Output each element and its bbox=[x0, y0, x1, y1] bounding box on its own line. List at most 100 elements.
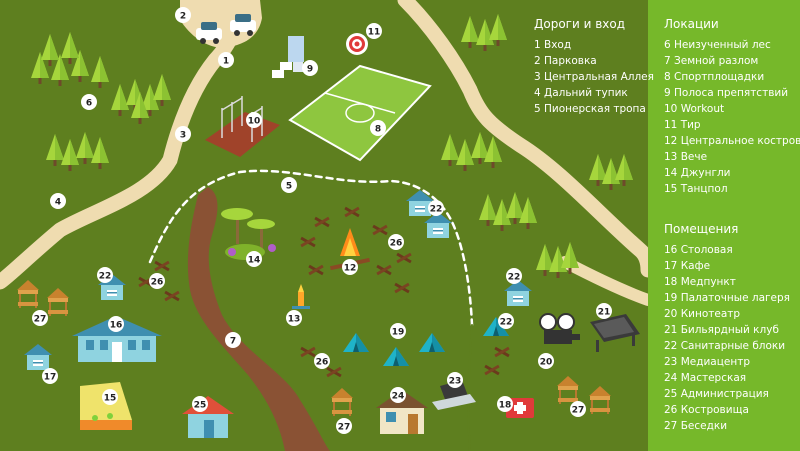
sports-field bbox=[288, 64, 432, 162]
marker-label: 13 bbox=[288, 315, 301, 325]
map-marker-3[interactable]: 3 bbox=[175, 126, 191, 142]
map-marker-26[interactable]: 26 bbox=[388, 234, 404, 250]
marker-circle bbox=[538, 353, 554, 369]
legend-item[interactable]: 23 Медиацентр bbox=[664, 356, 750, 368]
marker-circle bbox=[50, 193, 66, 209]
legend-item[interactable]: 12 Центральное кострoвище bbox=[664, 135, 800, 147]
legend-item[interactable]: 17 Кафе bbox=[664, 260, 711, 272]
legend-locations: Локации 6 Неизученный лес 7 Земной разло… bbox=[664, 17, 800, 197]
legend-item[interactable]: 15 Танцпол bbox=[664, 183, 728, 195]
map-marker-2[interactable]: 2 bbox=[175, 7, 191, 23]
map-marker-27[interactable]: 27 bbox=[32, 310, 48, 326]
marker-circle bbox=[302, 60, 318, 76]
medkit bbox=[506, 398, 534, 418]
marker-circle bbox=[447, 372, 463, 388]
map-marker-27[interactable]: 27 bbox=[336, 418, 352, 434]
marker-circle bbox=[81, 94, 97, 110]
obstacle-course bbox=[272, 36, 304, 78]
marker-circle bbox=[108, 316, 124, 332]
marker-label: 14 bbox=[248, 256, 261, 266]
legend-item[interactable]: 4 Дальний тупик bbox=[534, 87, 628, 99]
map-marker-22[interactable]: 22 bbox=[498, 313, 514, 329]
map-marker-12[interactable]: 12 bbox=[342, 259, 358, 275]
legend-item[interactable]: 20 Кинотеатр bbox=[664, 308, 741, 320]
map-marker-7[interactable]: 7 bbox=[225, 332, 241, 348]
legend-item[interactable]: 5 Пионерская тропа bbox=[534, 103, 646, 115]
marker-circle bbox=[506, 268, 522, 284]
marker-circle bbox=[570, 401, 586, 417]
map-marker-15[interactable]: 15 bbox=[102, 389, 118, 405]
map-marker-14[interactable]: 14 bbox=[246, 251, 262, 267]
marker-label: 8 bbox=[375, 125, 381, 135]
marker-circle bbox=[336, 418, 352, 434]
map-marker-27[interactable]: 27 bbox=[570, 401, 586, 417]
legend-item[interactable]: 9 Полоса препятствий bbox=[664, 87, 789, 99]
map-marker-20[interactable]: 20 bbox=[538, 353, 554, 369]
map-marker-25[interactable]: 25 bbox=[192, 396, 208, 412]
legend-rooms-list: 16 Столовая 17 Кафе 18 Медпункт 19 Палат… bbox=[664, 242, 790, 434]
map-marker-6[interactable]: 6 bbox=[81, 94, 97, 110]
map-marker-4[interactable]: 4 bbox=[50, 193, 66, 209]
legend-item[interactable]: 14 Джунгли bbox=[664, 167, 731, 179]
map-marker-10[interactable]: 10 bbox=[246, 112, 262, 128]
marker-label: 23 bbox=[449, 377, 462, 387]
legend-item[interactable]: 2 Парковка bbox=[534, 55, 597, 67]
map-marker-22[interactable]: 22 bbox=[428, 200, 444, 216]
marker-label: 9 bbox=[307, 65, 313, 75]
marker-label: 27 bbox=[338, 423, 351, 433]
legend-item[interactable]: 6 Неизученный лес bbox=[664, 39, 771, 51]
road-central-alley bbox=[0, 0, 253, 290]
marker-label: 4 bbox=[55, 198, 61, 208]
map-marker-24[interactable]: 24 bbox=[390, 387, 406, 403]
map-marker-1[interactable]: 1 bbox=[218, 52, 234, 68]
map-marker-26[interactable]: 26 bbox=[149, 273, 165, 289]
map-marker-23[interactable]: 23 bbox=[447, 372, 463, 388]
marker-circle bbox=[225, 332, 241, 348]
marker-label: 11 bbox=[368, 28, 381, 38]
marker-circle bbox=[498, 313, 514, 329]
map-marker-5[interactable]: 5 bbox=[281, 177, 297, 193]
map-marker-22[interactable]: 22 bbox=[506, 268, 522, 284]
marker-circle bbox=[314, 353, 330, 369]
marker-circle bbox=[192, 396, 208, 412]
marker-circle bbox=[388, 234, 404, 250]
legend-item[interactable]: 21 Бильярдный клуб bbox=[664, 324, 779, 336]
map-marker-19[interactable]: 19 bbox=[390, 323, 406, 339]
parking-cars bbox=[196, 14, 256, 44]
legend-roads-title: Дороги и вход bbox=[534, 17, 626, 31]
legend-item[interactable]: 16 Столовая bbox=[664, 244, 733, 256]
marker-label: 12 bbox=[344, 264, 357, 274]
legend-item[interactable]: 13 Вече bbox=[664, 151, 708, 163]
map-marker-16[interactable]: 16 bbox=[108, 316, 124, 332]
legend-item[interactable]: 7 Земной разлом bbox=[664, 55, 759, 67]
map-marker-26[interactable]: 26 bbox=[314, 353, 330, 369]
legend-item[interactable]: 25 Администрация bbox=[664, 388, 769, 400]
marker-label: 2 bbox=[180, 12, 186, 22]
legend-rooms-title: Помещения bbox=[664, 222, 739, 236]
marker-circle bbox=[366, 23, 382, 39]
legend-item[interactable]: 3 Центральная Аллея bbox=[534, 71, 654, 83]
legend-item[interactable]: 1 Вход bbox=[534, 39, 572, 51]
map-marker-9[interactable]: 9 bbox=[302, 60, 318, 76]
legend-item[interactable]: 18 Медпункт bbox=[664, 276, 736, 288]
legend-item[interactable]: 26 Кострoвища bbox=[664, 404, 749, 416]
marker-label: 27 bbox=[34, 315, 47, 325]
legend-item[interactable]: 22 Санитарные блоки bbox=[664, 340, 786, 352]
map-marker-21[interactable]: 21 bbox=[596, 303, 612, 319]
legend-item[interactable]: 8 Спортплощадки bbox=[664, 71, 765, 83]
marker-circle bbox=[596, 303, 612, 319]
legend-item[interactable]: 10 Workout bbox=[664, 103, 725, 115]
veche-candle bbox=[292, 284, 310, 309]
map-marker-22[interactable]: 22 bbox=[97, 267, 113, 283]
legend-item[interactable]: 19 Палаточные лагеря bbox=[664, 292, 790, 304]
map-marker-11[interactable]: 11 bbox=[366, 23, 382, 39]
legend-item[interactable]: 11 Тир bbox=[664, 119, 701, 131]
legend-item[interactable]: 24 Мастерская bbox=[664, 372, 747, 384]
map-marker-18[interactable]: 18 bbox=[497, 396, 513, 412]
marker-circle bbox=[281, 177, 297, 193]
legend-item[interactable]: 27 Беседки bbox=[664, 420, 728, 432]
map-marker-17[interactable]: 17 bbox=[42, 368, 58, 384]
map-marker-13[interactable]: 13 bbox=[286, 310, 302, 326]
map-marker-8[interactable]: 8 bbox=[370, 120, 386, 136]
